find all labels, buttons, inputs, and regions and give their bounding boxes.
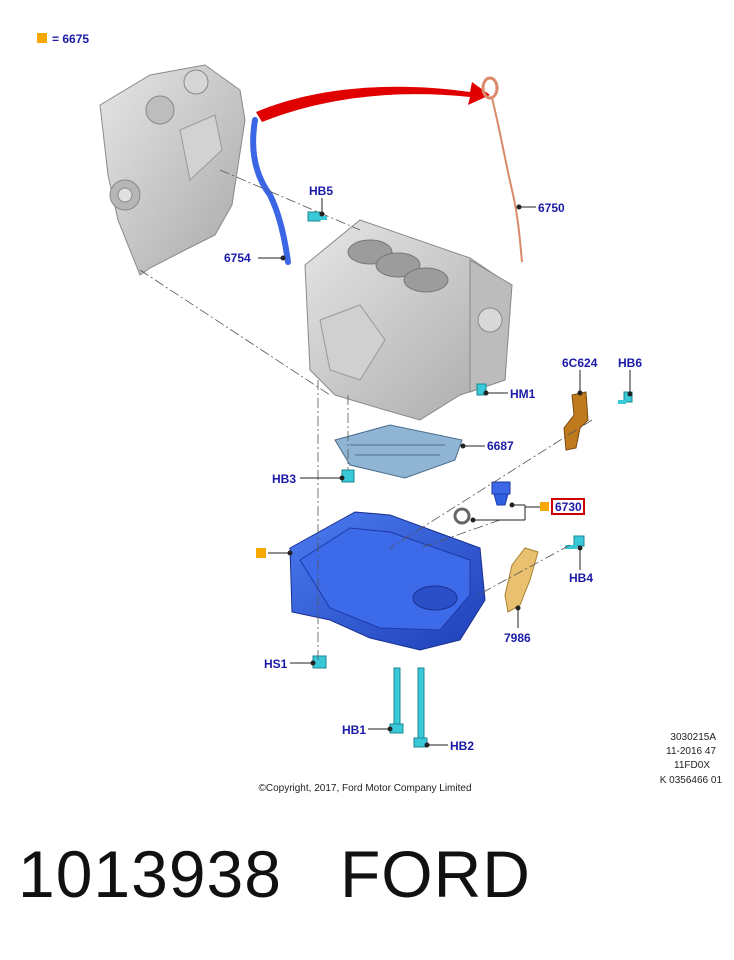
alignment-lines xyxy=(139,169,593,660)
highlight-box-6730 xyxy=(551,498,585,515)
front-cover-part xyxy=(99,64,246,276)
copyright-notice: ©Copyright, 2017, Ford Motor Company Lim… xyxy=(258,783,471,794)
oil-baffle-part xyxy=(334,424,463,479)
marker-6730 xyxy=(540,502,549,511)
relocation-arrow xyxy=(256,82,490,122)
callout-6c624: 6C624 xyxy=(562,356,598,370)
callout-hs1: HS1 xyxy=(264,657,288,671)
bolt-hb2 xyxy=(413,667,428,748)
drain-plug-part xyxy=(491,481,511,506)
bolt-hb5 xyxy=(307,211,327,222)
meta-line-2: 11-2016 47 xyxy=(666,746,716,757)
callout-hb4: HB4 xyxy=(569,571,593,585)
callout-6687: 6687 xyxy=(487,439,514,453)
bolt-hb3 xyxy=(341,469,355,483)
meta-line-3: 11FD0X xyxy=(674,760,710,771)
legend-label: = 6675 xyxy=(52,32,89,46)
dipstick-tube-part xyxy=(250,117,291,265)
leader-lines xyxy=(258,198,633,748)
bolt-hb6 xyxy=(618,391,633,404)
brand-name: FORD xyxy=(339,837,531,911)
callout-hb3: HB3 xyxy=(272,472,296,486)
marker-oil-pan xyxy=(256,548,266,558)
callout-7986: 7986 xyxy=(504,631,531,645)
part-number: 1013938 xyxy=(18,837,282,911)
callout-hb1: HB1 xyxy=(342,723,366,737)
meta-line-4: K 0356466 01 xyxy=(660,775,723,786)
callout-hb5: HB5 xyxy=(309,184,333,198)
callout-hb6: HB6 xyxy=(618,356,642,370)
cylinder-block-part xyxy=(304,219,513,421)
dipstick-part xyxy=(481,76,523,263)
callout-6730: 6730 xyxy=(555,500,582,514)
bolt-hb1 xyxy=(389,667,404,734)
oil-pan-part xyxy=(289,511,486,651)
meta-line-1: 3030215A xyxy=(670,732,716,743)
callout-hm1: HM1 xyxy=(510,387,536,401)
callout-6750: 6750 xyxy=(538,201,565,215)
callout-6754: 6754 xyxy=(224,251,251,265)
chain-guide-part xyxy=(504,547,539,613)
part-caption: 1013938 FORD xyxy=(18,836,531,912)
legend-marker xyxy=(37,33,47,43)
bolt-hm1 xyxy=(476,383,487,396)
drain-plug-washer xyxy=(453,507,471,525)
callout-hb2: HB2 xyxy=(450,739,474,753)
bracket-part xyxy=(563,391,589,451)
